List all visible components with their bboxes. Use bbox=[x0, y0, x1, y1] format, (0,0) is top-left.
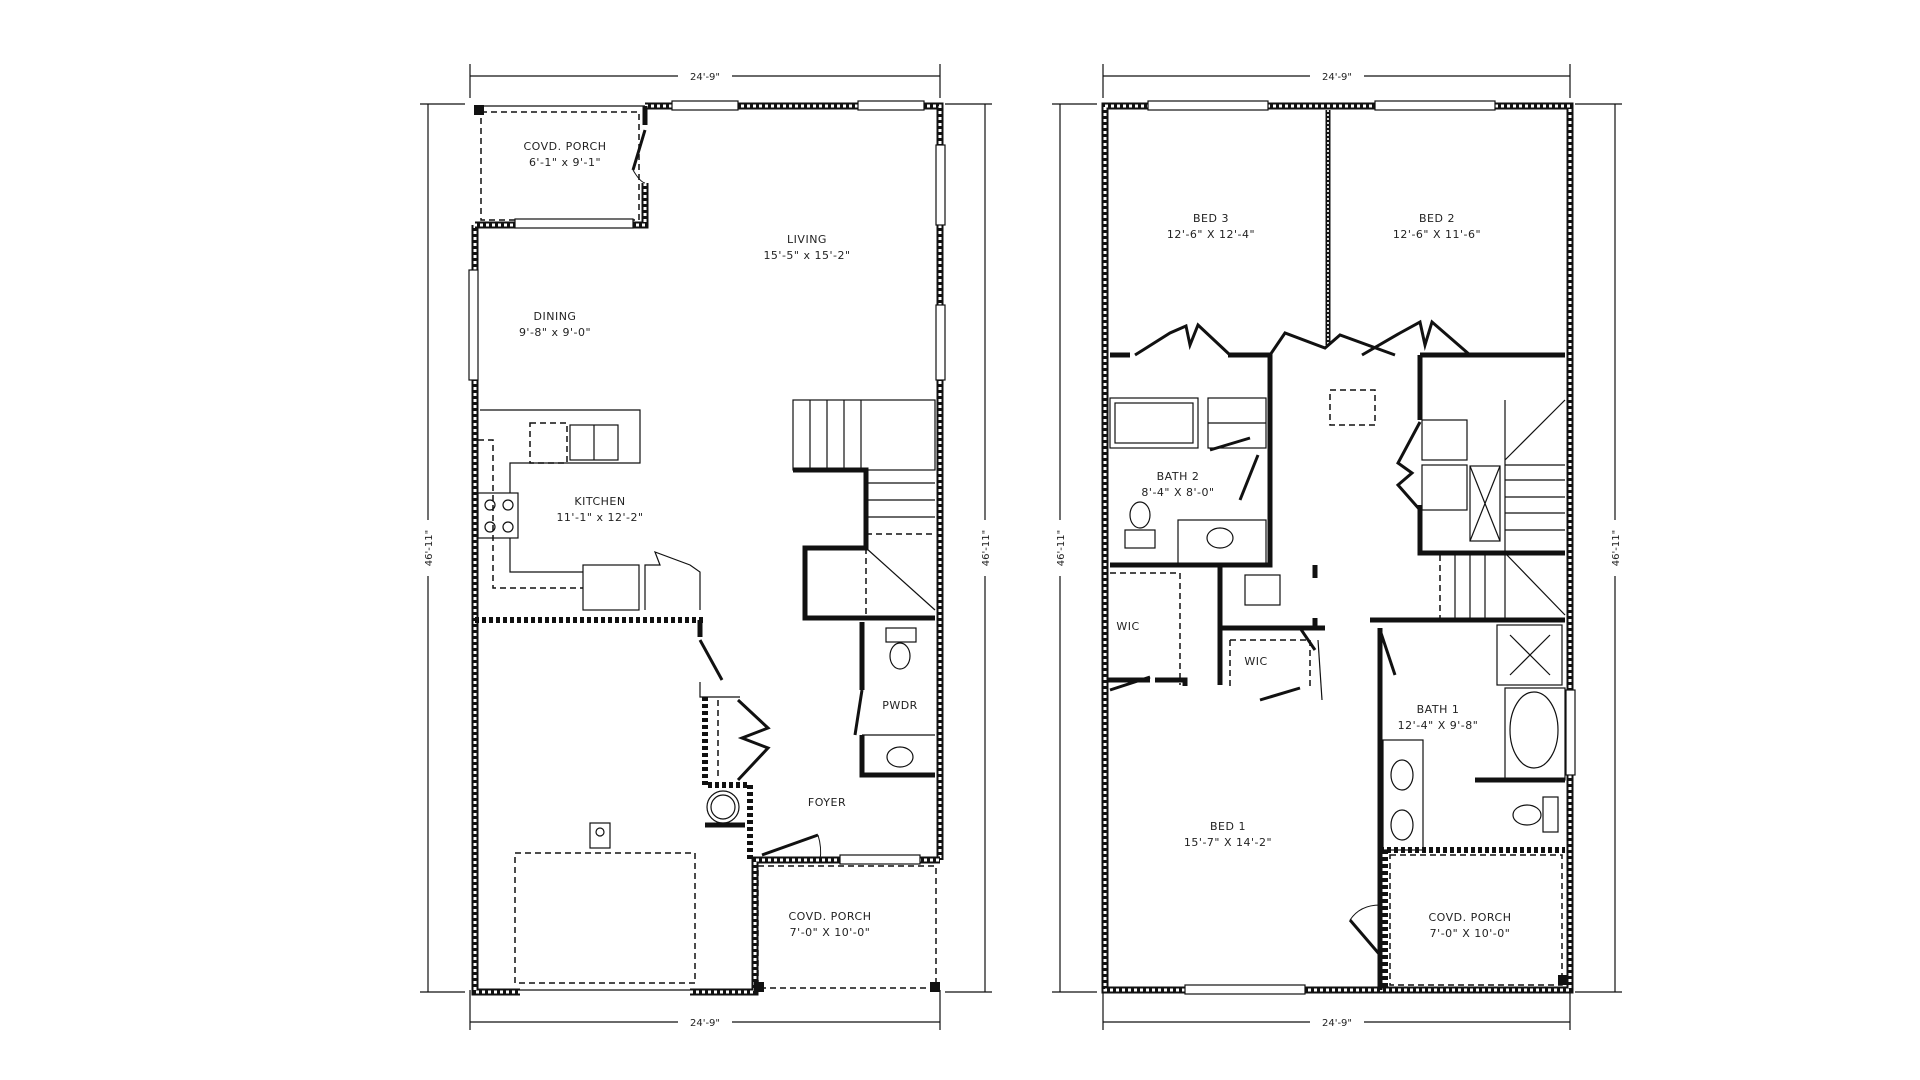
interior-walls-2 bbox=[1107, 110, 1565, 990]
second-floor-plan: 24'-9" 24'-9" 46'-11" 46'-11" bbox=[1052, 64, 1623, 1030]
room-size-bath-1: 12'-4" X 9'-8" bbox=[1398, 719, 1479, 732]
toilet-icon bbox=[1129, 501, 1151, 529]
water-heater-icon bbox=[706, 790, 740, 824]
bath-1-fixtures bbox=[1378, 624, 1566, 851]
sink-icon bbox=[1206, 527, 1234, 549]
dimension-top: 24'-9" bbox=[469, 64, 941, 98]
garage bbox=[514, 822, 696, 991]
garage-closets bbox=[697, 620, 771, 860]
dimension-right-label: 46'-11" bbox=[981, 530, 992, 566]
room-label-bed-2: BED 2 bbox=[1419, 212, 1455, 225]
washer-icon bbox=[1421, 419, 1468, 461]
dimension-top-label: 24'-9" bbox=[1322, 72, 1352, 83]
front-porch bbox=[754, 865, 940, 992]
room-size-upper-porch: 7'-0" X 10'-0" bbox=[1430, 927, 1511, 940]
room-size-front-porch: 7'-0" X 10'-0" bbox=[790, 926, 871, 939]
room-label-bath-1: BATH 1 bbox=[1417, 703, 1460, 716]
kitchen-fixtures bbox=[475, 409, 705, 623]
room-size-bed-1: 15'-7" X 14'-2" bbox=[1184, 836, 1272, 849]
room-label-bath-2: BATH 2 bbox=[1157, 470, 1200, 483]
front-door bbox=[761, 833, 822, 861]
sink-icon bbox=[886, 746, 914, 768]
windows-2 bbox=[1147, 100, 1576, 995]
room-size-covd-porch: 6'-1" x 9'-1" bbox=[529, 156, 601, 169]
room-label-covd-porch: COVD. PORCH bbox=[524, 140, 607, 153]
dimension-left: 46'-11" bbox=[420, 103, 465, 993]
room-label-front-porch: COVD. PORCH bbox=[789, 910, 872, 923]
bath-2-fixtures bbox=[1109, 389, 1376, 566]
room-size-dining: 9'-8" x 9'-0" bbox=[519, 326, 591, 339]
hvac-icon bbox=[1244, 574, 1281, 606]
room-labels-2: BED 3 12'-6" X 12'-4" BED 2 12'-6" X 11'… bbox=[1116, 212, 1511, 940]
stairs-second-floor bbox=[1439, 399, 1566, 620]
sink-icon bbox=[1390, 759, 1414, 791]
rear-porch-door bbox=[631, 129, 647, 184]
bathtub-icon bbox=[1109, 397, 1199, 449]
stove-icon bbox=[477, 492, 519, 539]
upper-porch bbox=[1348, 854, 1568, 986]
room-label-pwdr: PWDR bbox=[882, 699, 918, 712]
stairs-first-floor bbox=[792, 399, 936, 621]
dimension-right-label: 46'-11" bbox=[1611, 530, 1622, 566]
room-size-living: 15'-5" x 15'-2" bbox=[763, 249, 850, 262]
room-label-bed-1: BED 1 bbox=[1210, 820, 1246, 833]
room-size-bed-3: 12'-6" X 12'-4" bbox=[1167, 228, 1255, 241]
dimension-bottom: 24'-9" bbox=[469, 990, 941, 1030]
room-label-upper-porch: COVD. PORCH bbox=[1429, 911, 1512, 924]
dimension-right: 46'-11" bbox=[945, 103, 993, 993]
room-label-wic: WIC bbox=[1244, 655, 1267, 668]
room-size-bath-2: 8'-4" X 8'-0" bbox=[1141, 486, 1214, 499]
dimension-left-label: 46'-11" bbox=[1056, 530, 1067, 566]
laundry-2 bbox=[1244, 419, 1501, 606]
dimension-top-label: 24'-9" bbox=[690, 72, 720, 83]
dimension-bottom-2: 24'-9" bbox=[1102, 990, 1571, 1030]
dimension-right-2: 46'-11" bbox=[1575, 103, 1623, 993]
room-label-wic: WIC bbox=[1116, 620, 1139, 633]
room-label-living: LIVING bbox=[787, 233, 827, 246]
room-size-kitchen: 11'-1" x 12'-2" bbox=[556, 511, 643, 524]
room-label-bed-3: BED 3 bbox=[1193, 212, 1229, 225]
dimension-bottom-label: 24'-9" bbox=[690, 1018, 720, 1029]
dryer-icon bbox=[1421, 464, 1468, 511]
dimension-bottom-label: 24'-9" bbox=[1322, 1018, 1352, 1029]
first-floor-plan: 24'-9" 24'-9" 46'-11" 46'-11" bbox=[420, 64, 993, 1030]
toilet-icon bbox=[1512, 804, 1542, 826]
toilet-icon bbox=[889, 642, 911, 670]
exterior-walls-2 bbox=[1101, 102, 1574, 994]
attic-access-icon bbox=[1329, 389, 1376, 426]
wic-closets bbox=[1109, 572, 1323, 702]
room-label-dining: DINING bbox=[534, 310, 577, 323]
room-labels: COVD. PORCH 6'-1" x 9'-1" LIVING 15'-5" … bbox=[519, 140, 918, 939]
bathtub-icon bbox=[1509, 691, 1559, 769]
room-size-bed-2: 12'-6" X 11'-6" bbox=[1393, 228, 1481, 241]
dimension-left-2: 46'-11" bbox=[1052, 103, 1097, 993]
sink-icon bbox=[1390, 809, 1414, 841]
room-label-kitchen: KITCHEN bbox=[574, 495, 625, 508]
windows bbox=[468, 100, 946, 865]
powder-room bbox=[853, 622, 935, 778]
closet-doors-2 bbox=[1134, 319, 1471, 357]
room-label-foyer: FOYER bbox=[808, 796, 846, 809]
dimension-left-label: 46'-11" bbox=[424, 530, 435, 566]
fridge-icon bbox=[582, 564, 640, 611]
dimension-top-2: 24'-9" bbox=[1102, 64, 1571, 98]
